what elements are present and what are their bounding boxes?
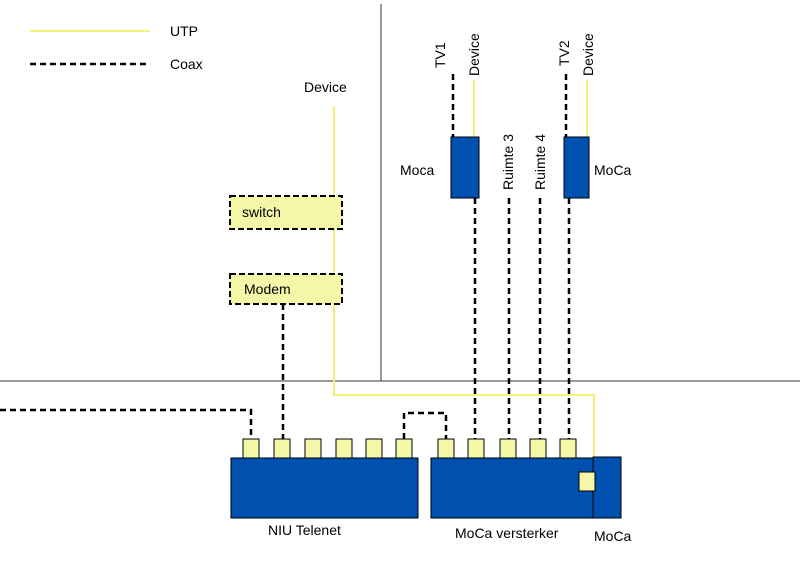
tv2-label: TV2 — [556, 40, 572, 66]
switch-label: switch — [242, 204, 281, 220]
modem-label: Modem — [244, 281, 291, 297]
coax-external-in — [0, 408, 253, 439]
tv1-label: TV1 — [432, 42, 448, 68]
legend-coax-label: Coax — [170, 56, 203, 72]
device-1-label: Device — [466, 33, 482, 76]
ruimte-3-label: Ruimte 3 — [500, 134, 516, 190]
versterker-body — [430, 457, 594, 519]
niu-body — [230, 457, 419, 519]
moca-right-label: MoCa — [594, 162, 632, 178]
niu-port-5 — [365, 438, 383, 459]
niu-telenet: NIU Telenet — [230, 438, 419, 538]
versterker-label: MoCa versterker — [455, 525, 559, 541]
moca-versterker: MoCa versterker — [430, 438, 594, 541]
versterker-port-5 — [559, 438, 577, 459]
moca-bottom-body — [592, 456, 622, 519]
device-top-label: Device — [304, 79, 347, 95]
niu-port-3 — [304, 438, 322, 459]
moca-left-device — [450, 136, 480, 199]
utp-modem-to-moca — [333, 304, 595, 462]
niu-port-2 — [273, 438, 291, 459]
moca-bottom-port — [578, 471, 596, 492]
niu-port-1 — [242, 438, 260, 459]
legend: UTP Coax — [30, 23, 203, 72]
device-2-label: Device — [580, 33, 596, 76]
niu-port-4 — [335, 438, 353, 459]
coax-niu-to-versterker — [402, 411, 448, 439]
modem-box: Modem — [229, 273, 343, 305]
niu-label: NIU Telenet — [268, 522, 341, 538]
moca-right-device — [563, 136, 590, 199]
ruimte-4-label: Ruimte 4 — [532, 134, 548, 190]
switch-box: switch — [229, 195, 343, 230]
versterker-port-1 — [437, 438, 455, 459]
versterker-port-2 — [467, 438, 485, 459]
moca-left-label: Moca — [400, 162, 434, 178]
versterker-port-4 — [529, 438, 547, 459]
niu-port-6 — [395, 438, 413, 459]
moca-bottom-label: MoCa — [594, 528, 632, 544]
moca-bottom: MoCa — [578, 456, 632, 544]
versterker-port-3 — [499, 438, 517, 459]
legend-utp-label: UTP — [170, 23, 198, 39]
